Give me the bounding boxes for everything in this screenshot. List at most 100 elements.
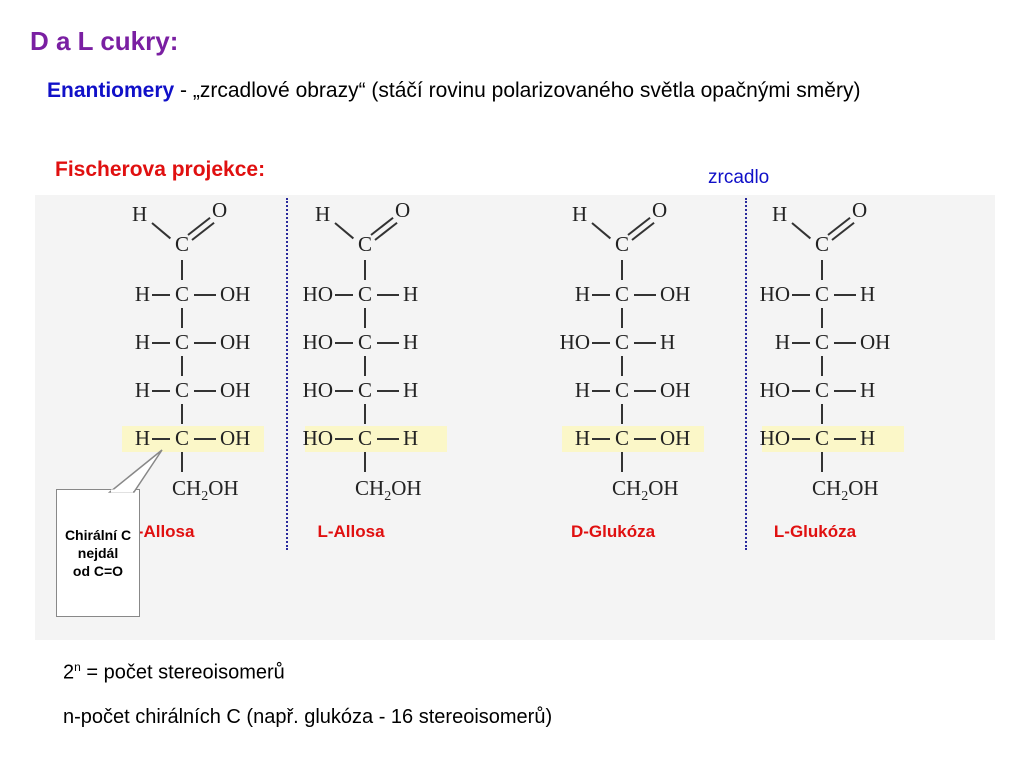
substituent-left: H <box>574 426 590 450</box>
bond-line <box>821 356 823 376</box>
bond-line <box>834 438 856 440</box>
group-subscript: 2 <box>201 489 209 505</box>
substituent-left: HO <box>302 330 333 354</box>
substituent-right: OH <box>220 378 251 402</box>
substituent-right: H <box>860 426 876 450</box>
chiral-carbon-highlight <box>305 426 447 452</box>
carbon-atom: C <box>357 330 372 354</box>
bond-line <box>634 294 656 296</box>
sugar-name: D-Allosa <box>125 522 195 541</box>
chiral-carbon-highlight <box>562 426 704 452</box>
bond-line <box>152 294 170 296</box>
carbon-atom: C <box>614 282 629 306</box>
bond-line <box>621 260 623 280</box>
bond-line <box>821 452 823 472</box>
bond-line <box>377 342 399 344</box>
formula-text: = počet stereoisomerů <box>80 661 285 684</box>
mirror-label: zrcadlo <box>708 167 770 188</box>
group-text: CH <box>355 476 385 500</box>
bond-line <box>335 390 353 392</box>
chiral-carbon-highlight <box>122 426 264 452</box>
callout-line: Chirální C <box>64 527 132 543</box>
bond-line <box>152 342 170 344</box>
chiral-carbon-callout: Chirální C nejdál od C=O <box>56 489 140 617</box>
callout-line: nejdál <box>77 545 119 561</box>
group-text: OH <box>208 476 239 500</box>
substituent-left: H <box>134 282 150 306</box>
substituent-left: HO <box>759 426 790 450</box>
slide-title: D a L cukry: <box>30 26 179 56</box>
carbon-atom: C <box>814 426 829 450</box>
bond-line <box>181 356 183 376</box>
bond-line <box>634 342 656 344</box>
sugar-name: D-Glukóza <box>570 522 656 541</box>
bond-line <box>364 308 366 328</box>
group-subscript: 2 <box>841 489 849 505</box>
aldehyde-h: H <box>315 202 331 226</box>
substituent-right: OH <box>660 282 691 306</box>
bond-line <box>592 342 610 344</box>
faded-background-image <box>35 195 995 640</box>
bond-line <box>791 222 812 240</box>
substituent-right: H <box>403 426 419 450</box>
hydroxymethyl-group: CH2OH <box>172 476 239 505</box>
bond-line <box>634 390 656 392</box>
substituent-left: H <box>134 330 150 354</box>
carbon-atom: C <box>357 282 372 306</box>
substituent-right: H <box>860 378 876 402</box>
mirror-line-glukoza <box>745 198 747 550</box>
mirror-line-allosa <box>286 198 288 550</box>
bond-line <box>831 221 855 241</box>
substituent-right: H <box>403 330 419 354</box>
bond-line <box>334 222 355 240</box>
substituent-right: OH <box>220 282 251 306</box>
enantiomer-term: Enantiomery <box>47 79 175 102</box>
carbon-atom: C <box>614 232 629 256</box>
chiral-count-note: n-počet chirálních C (např. glukóza - 16… <box>63 706 553 728</box>
aldehyde-o: O <box>395 198 411 222</box>
bond-line <box>194 390 216 392</box>
bond-line <box>181 308 183 328</box>
callout-pointer <box>107 449 163 493</box>
bond-line <box>335 294 353 296</box>
callout-line: od C=O <box>72 563 124 579</box>
carbon-atom: C <box>814 378 829 402</box>
hydroxymethyl-group: CH2OH <box>812 476 879 505</box>
carbon-atom: C <box>174 426 189 450</box>
bond-line <box>591 222 612 240</box>
group-text: OH <box>848 476 879 500</box>
bond-line <box>592 438 610 440</box>
bond-line <box>634 438 656 440</box>
substituent-right: H <box>860 282 876 306</box>
bond-line <box>621 404 623 424</box>
group-text: CH <box>172 476 202 500</box>
bond-line <box>377 294 399 296</box>
bond-line <box>377 438 399 440</box>
substituent-left: HO <box>302 378 333 402</box>
bond-line <box>821 404 823 424</box>
bond-line <box>364 404 366 424</box>
group-subscript: 2 <box>641 489 649 505</box>
carbon-atom: C <box>614 378 629 402</box>
substituent-right: OH <box>660 378 691 402</box>
group-subscript: 2 <box>384 489 392 505</box>
carbon-atom: C <box>174 378 189 402</box>
group-text: CH <box>612 476 642 500</box>
bond-line <box>631 221 655 241</box>
bond-line <box>792 438 810 440</box>
bond-line <box>834 390 856 392</box>
carbon-atom: C <box>614 330 629 354</box>
bond-line <box>792 390 810 392</box>
bond-line <box>821 308 823 328</box>
aldehyde-h: H <box>572 202 588 226</box>
bond-line <box>621 308 623 328</box>
bond-line <box>335 438 353 440</box>
enantiomer-definition: - „zrcadlové obrazy“ (stáčí rovinu polar… <box>174 79 861 102</box>
bond-line <box>181 260 183 280</box>
bond-line <box>194 342 216 344</box>
substituent-left: HO <box>302 282 333 306</box>
